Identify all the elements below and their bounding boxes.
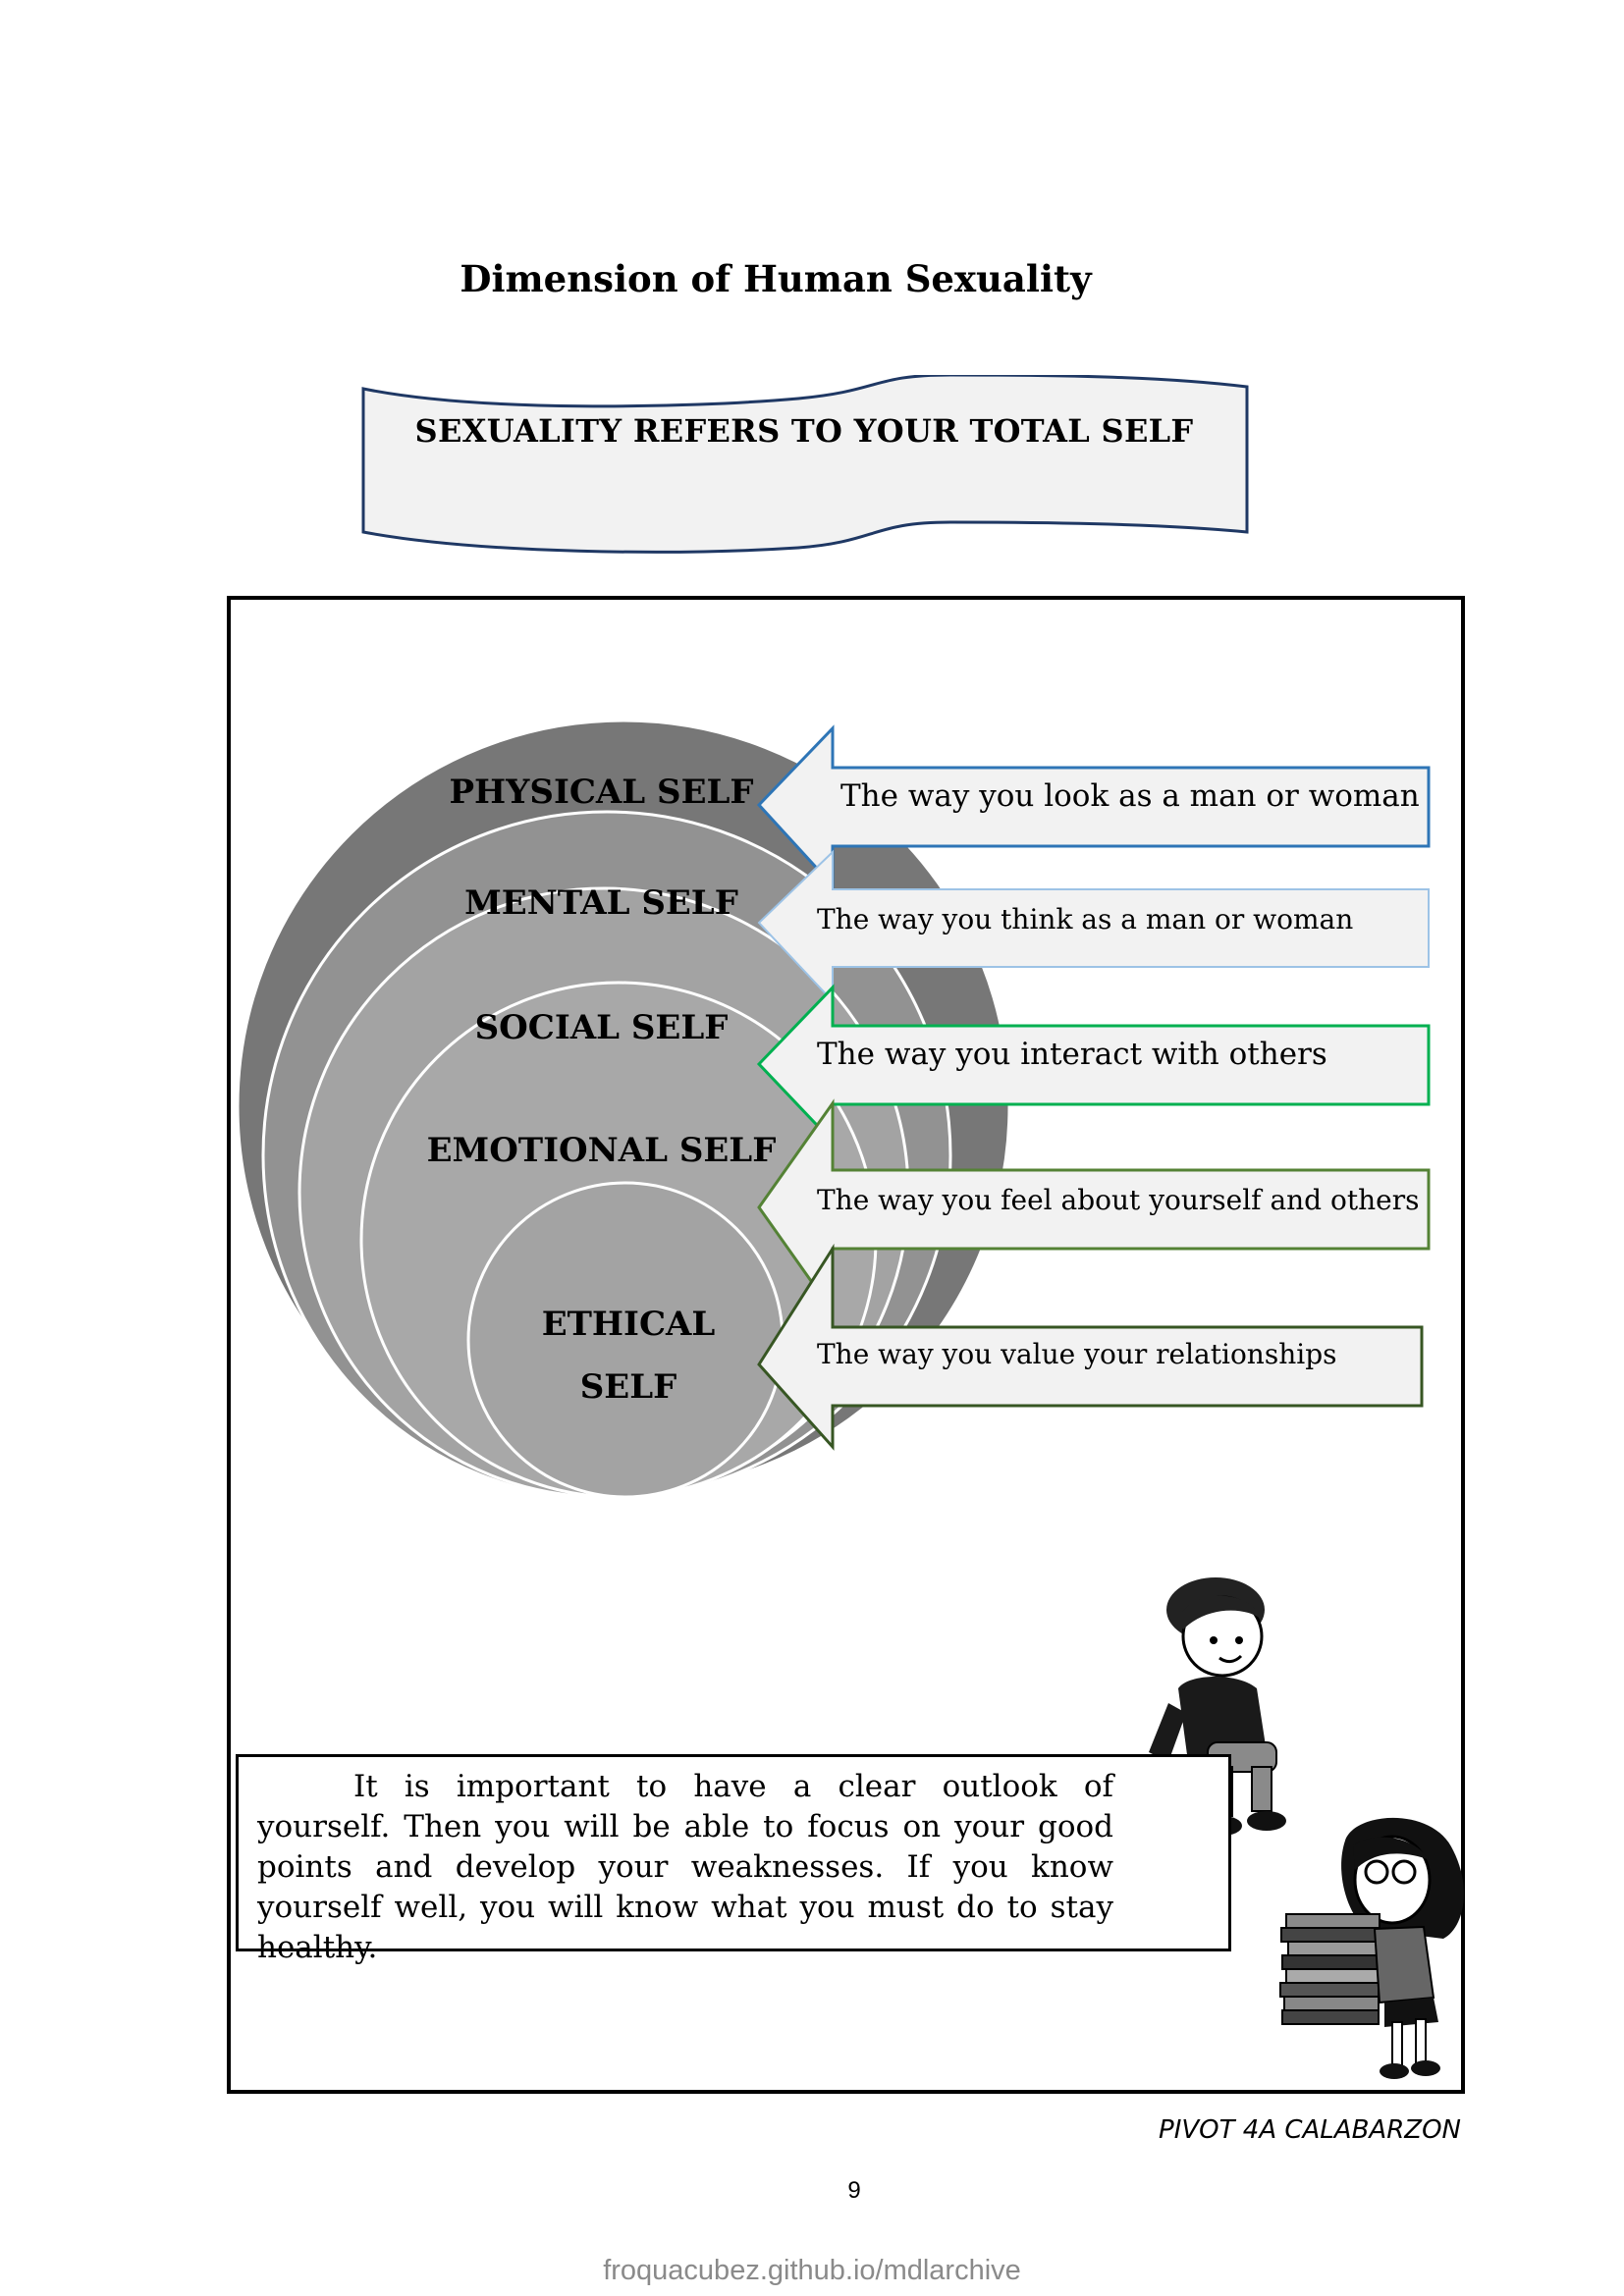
girl-carrying-books-illustration: [1279, 1817, 1464, 2079]
emotional-self-label: EMOTIONAL SELF: [426, 1131, 777, 1170]
note-box: [236, 1754, 1231, 1951]
ethical-self-label-line1: ETHICAL: [541, 1305, 716, 1344]
sexuality-dimensions-diagram: [236, 719, 1431, 1501]
physical-self-label: PHYSICAL SELF: [449, 773, 754, 812]
ethical-self-arrow-shape: [757, 1243, 1424, 1451]
book-stack: [1279, 1913, 1380, 2025]
watermark-url: froquacubez.github.io/mdlarchive: [603, 2255, 1021, 2286]
social-self-label: SOCIAL SELF: [474, 1008, 729, 1047]
banner-shape: [361, 375, 1249, 554]
mental-self-description: The way you think as a man or woman: [817, 903, 1354, 935]
banner-text: SEXUALITY REFERS TO YOUR TOTAL SELF: [414, 412, 1194, 450]
boy-sitting-illustration: [1149, 1577, 1286, 1836]
mental-self-label: MENTAL SELF: [464, 883, 738, 923]
ethical-self-label-line2: SELF: [579, 1367, 677, 1407]
page-title: Dimension of Human Sexuality: [460, 257, 1092, 300]
callout-arrows: [756, 724, 1431, 1451]
content-frame: [227, 596, 1465, 2094]
physical-self-description: The way you look as a man or woman: [840, 778, 1420, 814]
note-paragraph: It is important to have a clear outlook …: [257, 1769, 1113, 1965]
social-self-description: The way you interact with others: [817, 1037, 1327, 1072]
note-text: It is important to have a clear outlook …: [257, 1767, 1113, 1968]
ethical-self-description: The way you value your relationships: [817, 1338, 1337, 1370]
page-number: 9: [847, 2177, 861, 2204]
emotional-self-description: The way you feel about yourself and othe…: [817, 1184, 1420, 1216]
footer-credit: PIVOT 4A CALABARZON: [1159, 2115, 1461, 2145]
